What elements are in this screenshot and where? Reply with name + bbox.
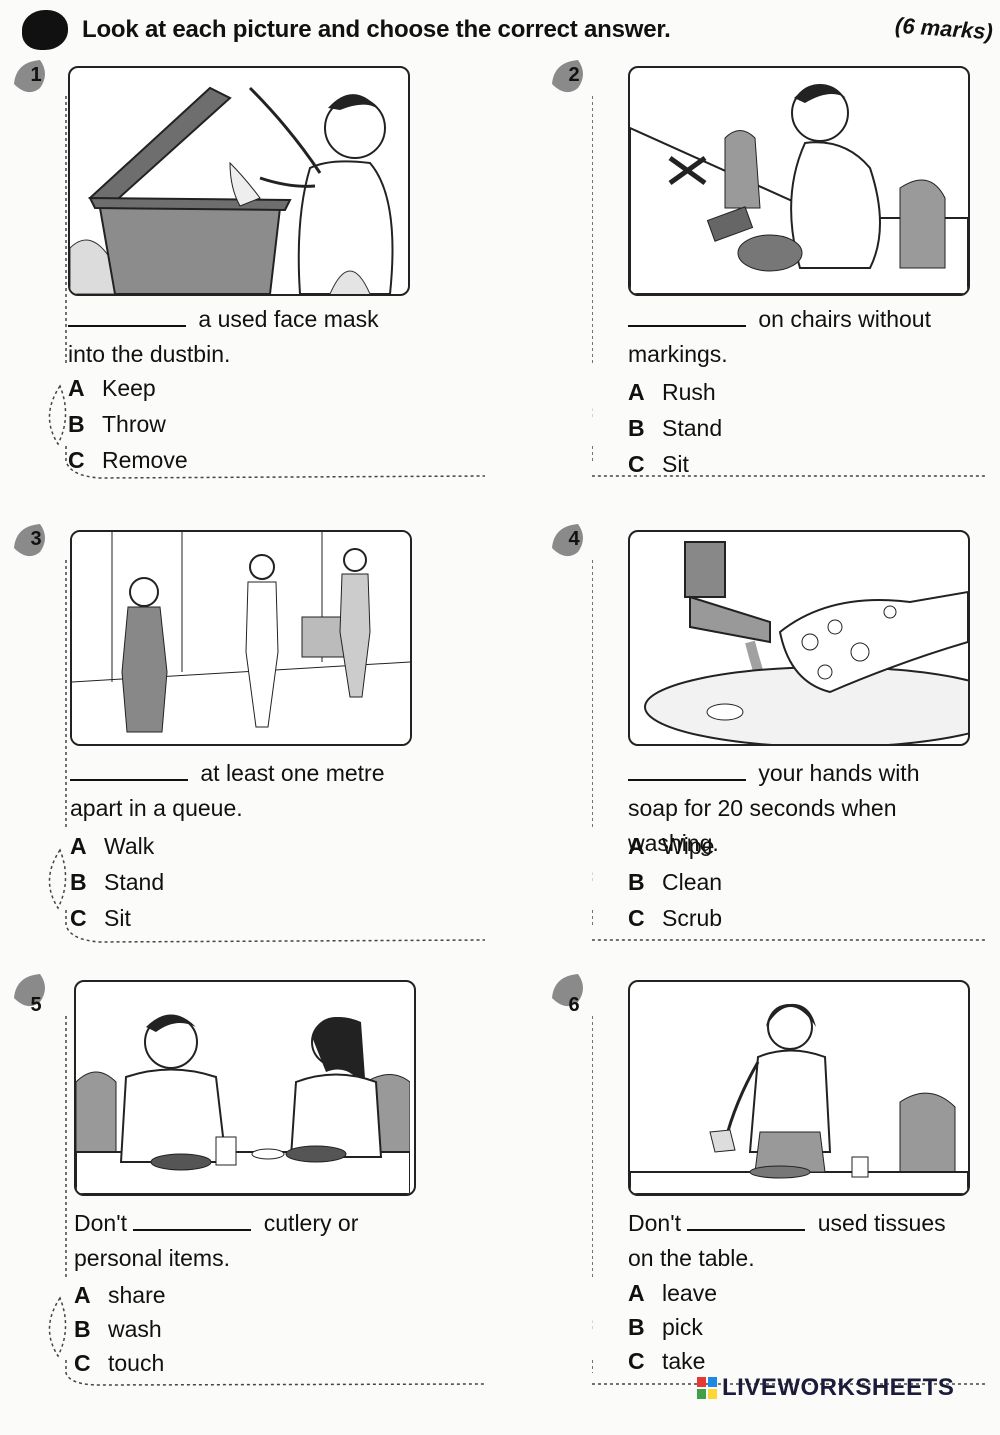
answer-blank[interactable] (133, 1211, 252, 1231)
liveworksheets-logo: LIVEWORKSHEETS (696, 1373, 954, 1403)
worksheet-header: Look at each picture and choose the corr… (0, 0, 1000, 60)
question-number: 1 (30, 64, 42, 86)
handwashing-illustration (644, 541, 968, 744)
answer-blank[interactable] (68, 307, 186, 327)
picture-wash-hands (628, 530, 970, 746)
picture-queue (70, 530, 412, 746)
number-badge-leaf-icon (552, 524, 583, 557)
picture-dining (74, 980, 416, 1196)
question-card-4: 4 your hands with soap for 20 seconds wh… (552, 524, 1000, 985)
logo-cube-icon (697, 1377, 717, 1399)
question-number: 5 (30, 994, 42, 1016)
answer-blank[interactable] (628, 761, 746, 781)
queue-illustration (72, 532, 410, 744)
picture-throw-mask (68, 66, 410, 296)
question-text: Don't used tissues on the table. (628, 1210, 946, 1271)
question-text: a used face mask into the dustbin. (68, 306, 379, 367)
marks-label: (6 marks) (894, 12, 994, 45)
cafeteria-chair-illustration (630, 84, 968, 294)
answer-blank[interactable] (687, 1211, 806, 1231)
question-text: Don't cutlery or personal items. (74, 1210, 359, 1271)
picture-sit-chair (628, 66, 970, 296)
question-number: 2 (568, 64, 580, 86)
answer-blank[interactable] (70, 761, 188, 781)
answer-blank[interactable] (628, 307, 746, 327)
number-badge-leaf-icon (14, 60, 45, 93)
question-text: at least one metre apart in a queue. (70, 760, 385, 821)
question-text: on chairs without markings. (628, 306, 931, 367)
question-number: 4 (568, 528, 580, 550)
dining-illustration (76, 1014, 410, 1194)
number-badge-leaf-icon (14, 524, 45, 557)
question-text: your hands with soap for 20 seconds when… (628, 760, 920, 856)
question-card-3: 3 at least one metre apart in a queue. A… (14, 524, 490, 985)
question-number: 6 (568, 994, 580, 1016)
number-badge-leaf-icon (552, 974, 583, 1007)
tissue-table-illustration (630, 1003, 968, 1194)
header-bullet-icon (22, 10, 68, 50)
instructions-title: Look at each picture and choose the corr… (82, 16, 671, 43)
picture-used-tissue (628, 980, 970, 1196)
number-badge-leaf-icon (552, 60, 583, 93)
logo-text: LIVEWORKSHEETS (722, 1374, 955, 1401)
number-badge-leaf-icon (14, 974, 45, 1007)
question-number: 3 (30, 528, 42, 550)
mask-dustbin-illustration (70, 86, 394, 294)
